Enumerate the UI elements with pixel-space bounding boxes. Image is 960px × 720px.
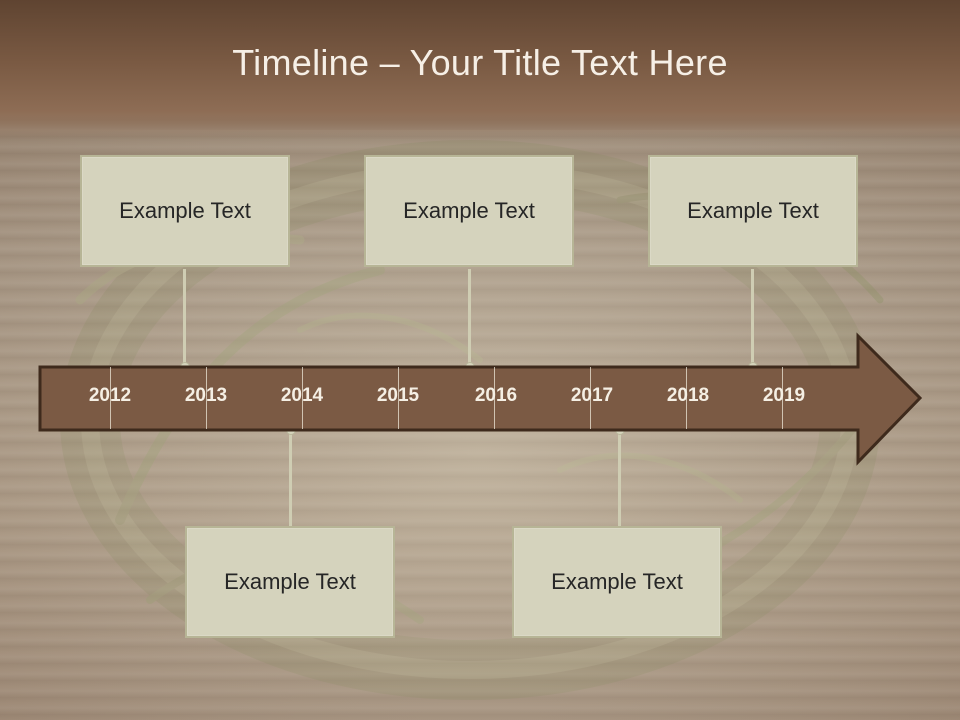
- year-label-2018: 2018: [666, 385, 710, 406]
- event-box-label: Example Text: [224, 569, 356, 594]
- event-box-top-3[interactable]: Example Text: [648, 155, 858, 267]
- slide-title: Timeline – Your Title Text Here: [232, 42, 728, 83]
- year-label-2016: 2016: [474, 385, 518, 406]
- event-box-label: Example Text: [551, 569, 683, 594]
- header-band: [0, 0, 960, 140]
- year-label-2015: 2015: [376, 385, 420, 406]
- year-tick: [494, 367, 495, 429]
- year-tick: [686, 367, 687, 429]
- event-box-top-2[interactable]: Example Text: [364, 155, 574, 267]
- event-box-label: Example Text: [403, 198, 535, 223]
- connector-top-2: [468, 269, 471, 367]
- year-tick: [206, 367, 207, 429]
- year-tick: [110, 367, 111, 429]
- year-tick: [398, 367, 399, 429]
- year-tick: [590, 367, 591, 429]
- year-label-2014: 2014: [280, 385, 324, 406]
- event-box-top-1[interactable]: Example Text: [80, 155, 290, 267]
- event-box-label: Example Text: [687, 198, 819, 223]
- event-box-bottom-1[interactable]: Example Text: [185, 526, 395, 638]
- connector-top-3: [751, 269, 754, 367]
- year-label-2017: 2017: [570, 385, 614, 406]
- event-box-bottom-2[interactable]: Example Text: [512, 526, 722, 638]
- connector-bottom-1: [289, 430, 292, 527]
- year-label-2013: 2013: [184, 385, 228, 406]
- year-label-2012: 2012: [88, 385, 132, 406]
- year-tick: [782, 367, 783, 429]
- connector-bottom-2: [618, 430, 621, 527]
- year-tick: [302, 367, 303, 429]
- event-box-label: Example Text: [119, 198, 251, 223]
- connector-top-1: [183, 269, 186, 367]
- year-label-2019: 2019: [762, 385, 806, 406]
